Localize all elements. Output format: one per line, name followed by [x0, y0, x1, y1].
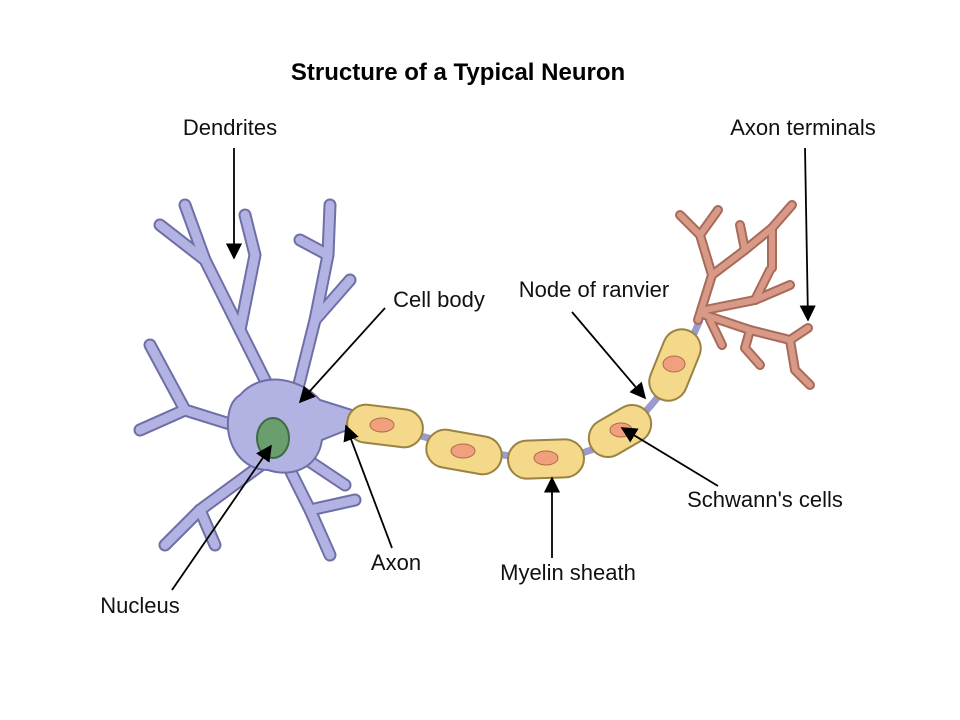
label-cell-body: Cell body [393, 287, 485, 312]
arrow-cell-body [298, 307, 386, 404]
arrow-axon-terminals [799, 147, 816, 322]
arrow-node-of-ranvier [571, 311, 647, 400]
schwann-cell [648, 328, 702, 402]
arrow-schwanns-cells [620, 427, 719, 487]
label-dendrites: Dendrites [183, 115, 277, 140]
cell-body [226, 378, 353, 474]
schwann-cell [507, 438, 585, 480]
label-nucleus: Nucleus [100, 593, 179, 618]
arrow-nucleus [171, 444, 272, 591]
schwann-cell [425, 428, 503, 476]
diagram-title: Structure of a Typical Neuron [291, 59, 625, 86]
label-axon-terminals: Axon terminals [730, 115, 876, 140]
label-schwanns-cells: Schwann's cells [687, 487, 843, 512]
label-axon: Axon [371, 550, 421, 575]
nucleus [256, 417, 290, 459]
label-node-of-ranvier: Node of ranvier [519, 277, 669, 302]
axon-terminals [675, 200, 815, 390]
label-myelin-sheath: Myelin sheath [500, 560, 636, 585]
dendrites [133, 198, 362, 562]
schwann-cell [346, 403, 424, 449]
arrow-axon [343, 424, 393, 549]
